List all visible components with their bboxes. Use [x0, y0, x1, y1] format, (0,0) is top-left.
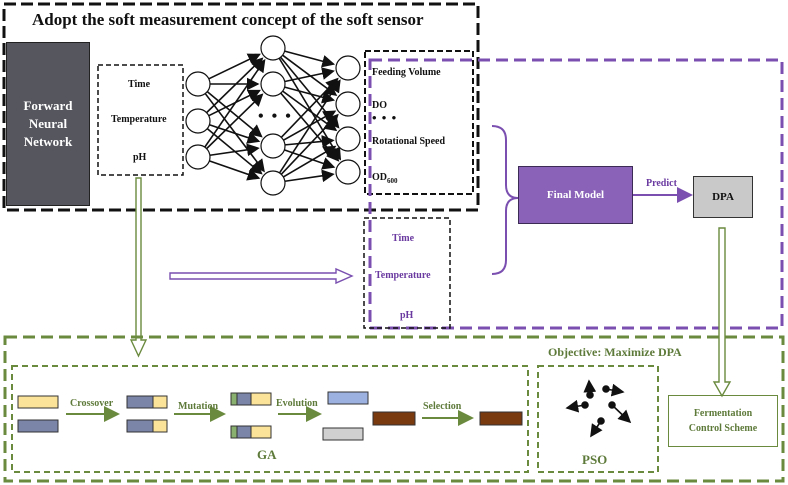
forward-neural-network: Forward Neural Network: [6, 42, 90, 206]
purple-input-time: Time: [392, 233, 415, 244]
hidden-layer-ellipsis: • • •: [258, 108, 293, 125]
ga-label: GA: [257, 447, 277, 462]
network-edge: [206, 93, 264, 150]
network-edge: [208, 53, 261, 80]
optimization-region: [3, 335, 785, 483]
neuron: [260, 133, 286, 159]
neuron: [185, 108, 211, 134]
pso-box: [537, 365, 659, 473]
od-text: OD: [372, 172, 387, 183]
down-arrow-left: [129, 177, 148, 358]
down-arrow-right: [712, 227, 732, 398]
fcs-line1: Fermentation: [693, 408, 753, 419]
output-rotational-speed: Rotational Speed: [372, 136, 446, 147]
predict-label: Predict: [646, 178, 677, 189]
ga-arrows: [66, 406, 474, 426]
purple-region: [368, 58, 784, 330]
neuron: [260, 71, 286, 97]
objective-label: Objective: Maximize DPA: [548, 345, 682, 359]
network-edge: [204, 93, 265, 173]
output-od600: OD600: [372, 172, 398, 185]
output-box: [364, 50, 474, 195]
fnn-line3: Network: [23, 134, 73, 150]
neurons: [185, 35, 361, 196]
input-time: Time: [128, 79, 151, 90]
purple-input-ph: pH: [400, 310, 414, 321]
evolution-label: Evolution: [276, 398, 318, 409]
fermentation-control-scheme: Fermentation Control Scheme: [668, 395, 778, 447]
output-ellipsis: • • •: [372, 110, 398, 125]
network-edges: [204, 50, 342, 183]
dpa-box: DPA: [693, 176, 753, 218]
od-subscript: 600: [387, 177, 398, 185]
network-edge: [284, 169, 335, 183]
network-edge: [278, 79, 341, 174]
brace: [491, 125, 519, 275]
diagram-title: Adopt the soft measurement concept of th…: [32, 10, 424, 29]
fnn-line2: Neural: [28, 115, 68, 131]
neuron: [335, 126, 361, 152]
network-edge: [280, 113, 339, 175]
network-edge: [209, 143, 260, 157]
network-edge: [282, 145, 337, 178]
network-edge: [209, 160, 261, 181]
network-edge: [284, 67, 335, 83]
pso-particles: [565, 379, 632, 438]
ga-box: [11, 365, 529, 473]
selection-label: Selection: [423, 401, 462, 412]
output-feeding-volume: Feeding Volume: [372, 67, 441, 78]
fcs-line2: Control Scheme: [688, 423, 758, 434]
network-edge: [284, 50, 336, 68]
neuron: [260, 35, 286, 61]
network-edge: [204, 59, 266, 148]
pso-label: PSO: [582, 452, 608, 467]
neuron: [185, 71, 211, 97]
neuron: [185, 144, 211, 170]
mutation-label: Mutation: [178, 401, 218, 412]
fnn-line1: Forward: [23, 97, 73, 113]
crossover-label: Crossover: [70, 398, 114, 409]
final-model-box: Final Model: [518, 166, 633, 224]
network-edge: [280, 77, 339, 138]
ga-chromosomes: [17, 391, 523, 441]
purple-input-box: [363, 217, 451, 329]
network-edge: [284, 135, 335, 148]
neuron: [335, 91, 361, 117]
neuron: [335, 159, 361, 185]
purple-input-temperature: Temperature: [375, 270, 431, 281]
input-temperature: Temperature: [111, 114, 167, 125]
network-edge: [284, 86, 336, 104]
neuron: [260, 170, 286, 196]
input-box: [97, 64, 184, 176]
network-edge: [206, 91, 263, 138]
input-ph: pH: [133, 152, 147, 163]
neuron: [335, 55, 361, 81]
output-do: DO: [372, 100, 387, 111]
right-arrow: [169, 267, 354, 285]
